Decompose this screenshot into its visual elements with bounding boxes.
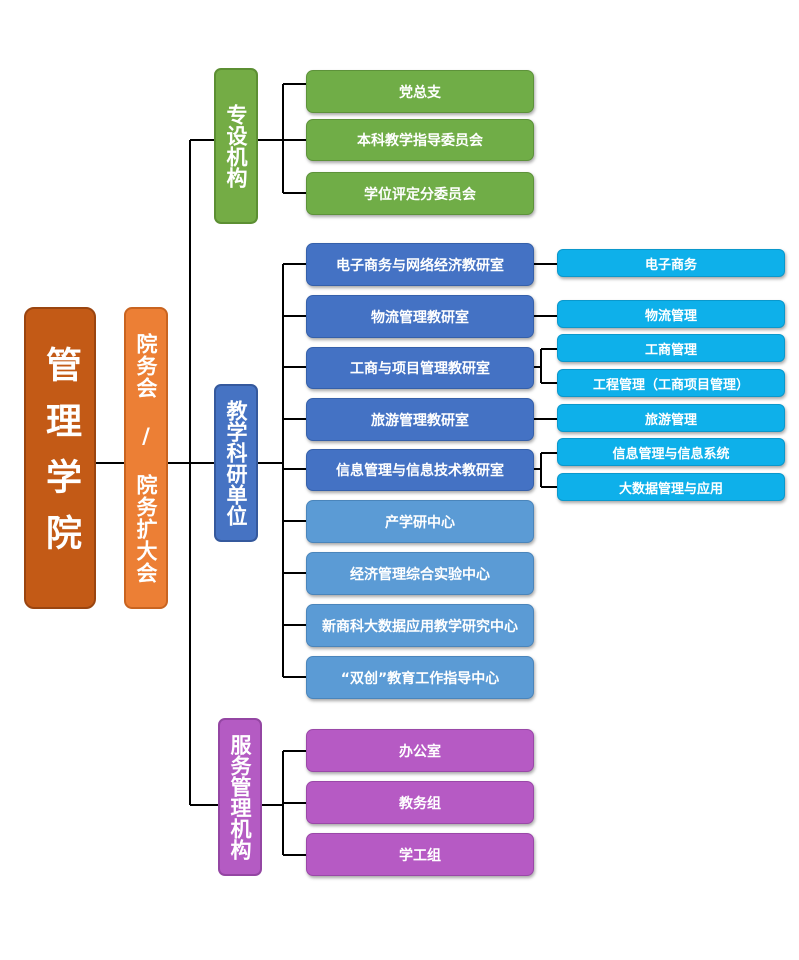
special-unit: 党总支 (306, 70, 534, 113)
category-special-box: 专设机构 (214, 68, 258, 224)
major-label: 工商管理 (644, 342, 697, 358)
special-unit-label: 学位评定分委员会 (364, 186, 476, 203)
teaching-unit: 旅游管理教研室 (306, 398, 534, 441)
major-label: 电子商务 (644, 257, 697, 273)
category-special-label: 专设机构 (224, 104, 248, 188)
teaching-center-label: 新商科大数据应用教学研究中心 (322, 618, 518, 635)
category-teaching-label: 教学科研单位 (224, 400, 248, 526)
major-label: 信息管理与信息系统 (612, 446, 730, 462)
service-unit-label: 教务组 (399, 795, 441, 812)
teaching-unit-label: 电子商务与网络经济教研室 (336, 257, 504, 274)
teaching-center-label: 产学研中心 (385, 514, 455, 531)
teaching-unit: 物流管理教研室 (306, 295, 534, 338)
college-title: 管理学院 (40, 346, 81, 570)
teaching-center: 经济管理综合实验中心 (306, 552, 534, 595)
service-unit-label: 办公室 (399, 743, 441, 760)
teaching-center: 新商科大数据应用教学研究中心 (306, 604, 534, 647)
major-item: 工商管理 (557, 334, 785, 362)
major-item: 旅游管理 (557, 404, 785, 432)
category-service-label: 服务管理机构 (228, 734, 252, 860)
teaching-center: “双创”教育工作指导中心 (306, 656, 534, 699)
major-label: 大数据管理与应用 (618, 481, 723, 497)
teaching-unit-label: 物流管理教研室 (371, 309, 469, 326)
teaching-unit-label: 工商与项目管理教研室 (350, 361, 490, 377)
major-item: 物流管理 (557, 300, 785, 328)
teaching-unit: 电子商务与网络经济教研室 (306, 243, 534, 286)
category-service-box: 服务管理机构 (218, 718, 262, 876)
major-item: 大数据管理与应用 (557, 473, 785, 501)
service-unit-label: 学工组 (399, 847, 441, 864)
teaching-center-label: 经济管理综合实验中心 (350, 566, 490, 583)
service-unit: 办公室 (306, 729, 534, 772)
service-unit: 学工组 (306, 833, 534, 876)
special-unit: 学位评定分委员会 (306, 172, 534, 215)
special-unit-label: 本科教学指导委员会 (357, 133, 483, 149)
teaching-unit: 信息管理与信息技术教研室 (306, 449, 534, 491)
teaching-center: 产学研中心 (306, 500, 534, 543)
major-label: 旅游管理 (644, 412, 697, 428)
council-label: 院务会 / 院务扩大会 (134, 332, 158, 584)
major-item: 信息管理与信息系统 (557, 438, 785, 466)
teaching-unit-label: 旅游管理教研室 (371, 412, 469, 429)
major-item: 工程管理（工商项目管理） (557, 369, 785, 397)
major-label: 工程管理（工商项目管理） (592, 377, 749, 393)
teaching-unit-label: 信息管理与信息技术教研室 (336, 463, 504, 479)
teaching-unit: 工商与项目管理教研室 (306, 347, 534, 389)
special-unit: 本科教学指导委员会 (306, 119, 534, 161)
special-unit-label: 党总支 (399, 84, 441, 101)
college-root-box: 管理学院 (24, 307, 96, 609)
major-item: 电子商务 (557, 249, 785, 277)
council-box: 院务会 / 院务扩大会 (124, 307, 168, 609)
teaching-center-label: “双创”教育工作指导中心 (340, 670, 500, 687)
category-teaching-box: 教学科研单位 (214, 384, 258, 542)
service-unit: 教务组 (306, 781, 534, 824)
major-label: 物流管理 (644, 308, 697, 324)
